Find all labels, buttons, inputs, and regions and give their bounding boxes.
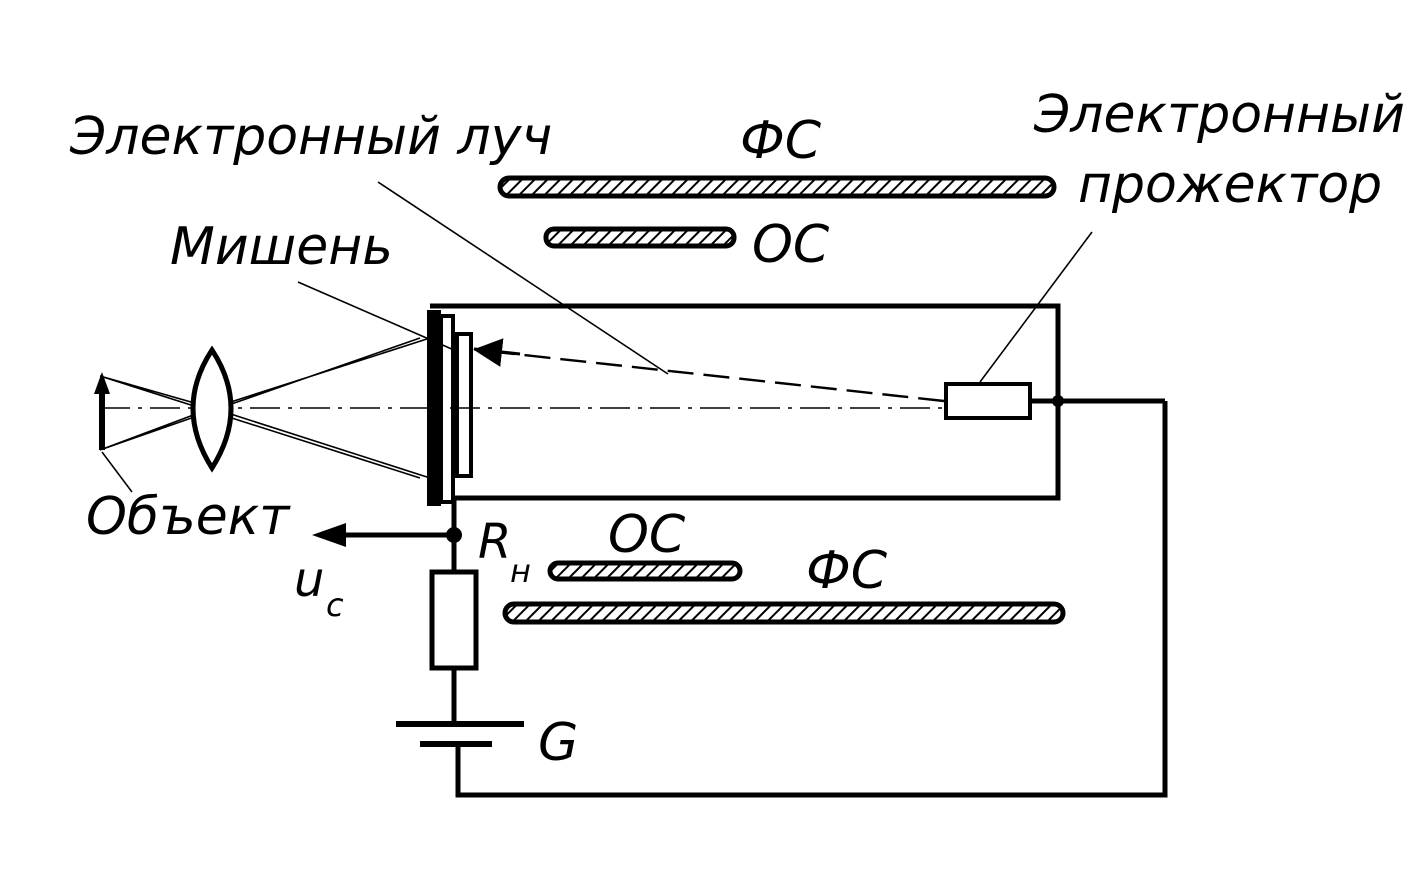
electron-gun <box>944 382 1032 420</box>
return-wire <box>455 401 1168 798</box>
electron-beam <box>473 338 945 403</box>
lens <box>190 345 234 473</box>
target-layer <box>455 332 473 478</box>
label-electron-gun-line1: Электронный <box>1033 85 1403 145</box>
label-deflection-coil-bottom: ОС <box>608 505 686 565</box>
load-resistor <box>429 569 479 671</box>
electron-beam-arrow <box>473 347 521 356</box>
label-object: Объект <box>86 487 291 547</box>
deflection-coil-bottom <box>547 560 743 582</box>
label-deflection-coil-top: ОС <box>752 215 830 275</box>
leader-object <box>101 451 133 493</box>
signal-arrowhead <box>312 523 346 547</box>
object-arrowhead <box>94 372 110 394</box>
focus-coil-bottom <box>502 601 1066 625</box>
label-target: Мишень <box>170 217 393 277</box>
focus-coil-top <box>497 175 1057 199</box>
label-load-resistor: R <box>478 514 511 570</box>
label-electron-gun-line2: прожектор <box>1078 155 1382 215</box>
label-electron-beam: Электронный луч <box>69 107 552 167</box>
label-signal-sub: c <box>326 586 344 624</box>
target-glass <box>439 314 455 504</box>
target-plate <box>427 310 441 506</box>
label-focus-coil-bottom: ФС <box>806 541 888 601</box>
label-load-resistor-sub: н <box>510 552 531 590</box>
gun-junction <box>1052 395 1064 407</box>
leader-target <box>297 281 455 351</box>
label-signal: u <box>294 552 324 608</box>
label-battery: G <box>538 713 578 773</box>
label-focus-coil-top: ФС <box>740 111 822 171</box>
leader-gun <box>979 231 1093 383</box>
deflection-coil-top <box>543 226 737 249</box>
leader-beam <box>377 181 669 375</box>
